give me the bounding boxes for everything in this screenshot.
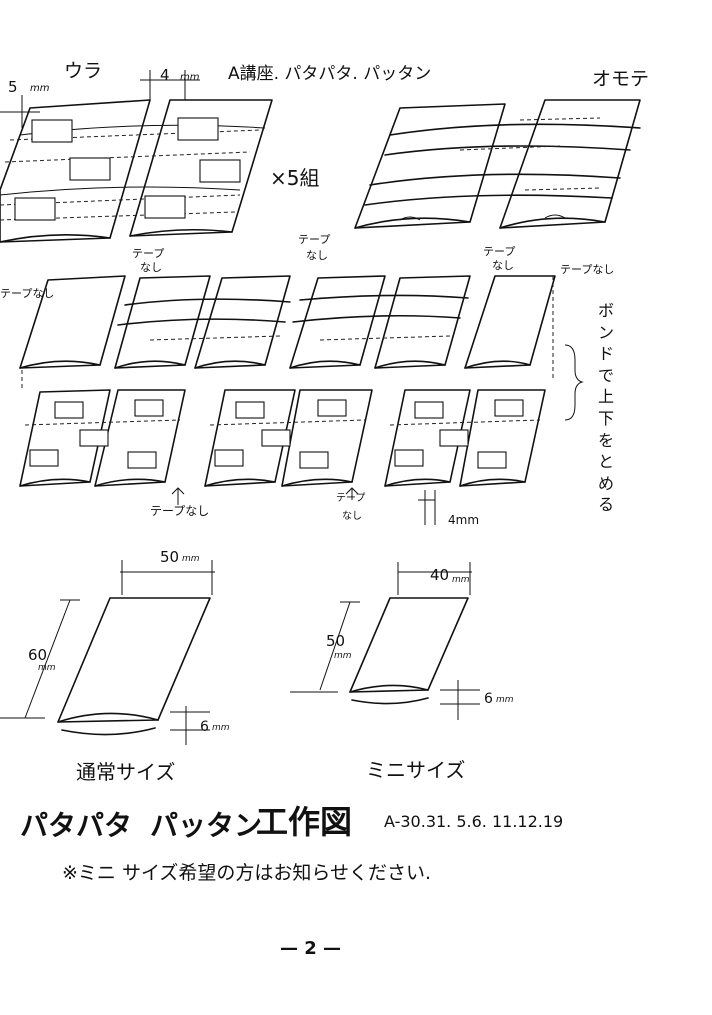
mini-height-unit: mm [334, 651, 352, 661]
tape-piece [214, 449, 244, 467]
title-pattan: パッタン [150, 809, 263, 842]
mini-height: 50 [326, 632, 346, 650]
mini-depth-unit: mm [496, 695, 514, 705]
tape-piece [144, 195, 186, 219]
tape-piece [317, 399, 347, 417]
normal-depth: 6 [200, 719, 209, 735]
normal-size-label: 通常サイズ [76, 760, 176, 784]
tape-piece [494, 399, 524, 417]
normal-height: 60 [28, 646, 48, 664]
back-label: ウラ [64, 60, 103, 82]
dim-5-unit: mm [30, 83, 50, 94]
no-tape-label-3b: なし [492, 259, 514, 272]
middle-panels-top [19, 275, 584, 421]
tape-piece [79, 429, 109, 447]
no-tape-label-5: テープなし [0, 287, 55, 300]
dim-4-unit: mm [180, 72, 200, 83]
no-tape-label-1a: テープ [132, 247, 165, 260]
diagram-title: A講座. パタパタ. パッタン [228, 64, 432, 84]
page-number: — 2 — [280, 938, 342, 959]
back-side-assembly [0, 70, 273, 243]
mini-width-unit: mm [452, 575, 470, 585]
title-kousakuzu: 工作図 [256, 803, 353, 841]
no-tape-label-2b: なし [306, 249, 328, 262]
dim-5-value: 5 [8, 78, 18, 96]
mini-size-note: ※ミニ サイズ希望の方はお知らせください. [62, 862, 432, 884]
no-tape-label-7b: なし [342, 511, 362, 522]
product-codes: A-30.31. 5.6. 11.12.19 [384, 812, 564, 831]
tape-piece [261, 429, 291, 447]
front-side-assembly [354, 99, 641, 229]
tape-piece [199, 159, 241, 183]
tape-piece [31, 119, 73, 143]
tape-piece [394, 449, 424, 467]
no-tape-label-4: テープなし [560, 263, 615, 276]
dim-4-value: 4 [160, 66, 170, 84]
normal-height-unit: mm [38, 663, 56, 673]
tape-piece [477, 451, 507, 469]
tape-piece [134, 399, 164, 417]
tape-piece [439, 429, 469, 447]
normal-depth-unit: mm [212, 723, 230, 733]
normal-size-piece [0, 560, 215, 745]
front-label: オモテ [592, 68, 650, 90]
tape-piece [14, 197, 56, 221]
tape-piece [127, 451, 157, 469]
mini-size-label: ミニサイズ [366, 758, 466, 782]
no-tape-label-7a: テープ [336, 493, 366, 504]
bond-note: ボンドで上下をとめる [598, 301, 615, 515]
tape-piece [414, 401, 444, 419]
tape-piece [54, 401, 84, 419]
sets-count: ×5組 [270, 166, 320, 190]
title-patapata: パタパタ [20, 809, 133, 842]
tape-piece [177, 117, 219, 141]
no-tape-label-2a: テープ [298, 233, 331, 246]
no-tape-label-1b: なし [140, 261, 162, 274]
gap-4mm-label: 4mm [448, 513, 480, 527]
mini-size-piece [290, 562, 480, 720]
mini-width: 40 [430, 566, 450, 584]
tape-piece [299, 451, 329, 469]
tape-piece [235, 401, 265, 419]
no-tape-label-3a: テープ [483, 245, 516, 258]
middle-panels-bottom [19, 389, 546, 525]
normal-width: 50 [160, 548, 180, 566]
mini-depth: 6 [484, 691, 493, 707]
tape-piece [29, 449, 59, 467]
no-tape-label-6: テープなし [150, 504, 210, 518]
tape-piece [69, 157, 111, 181]
normal-width-unit: mm [182, 554, 200, 564]
